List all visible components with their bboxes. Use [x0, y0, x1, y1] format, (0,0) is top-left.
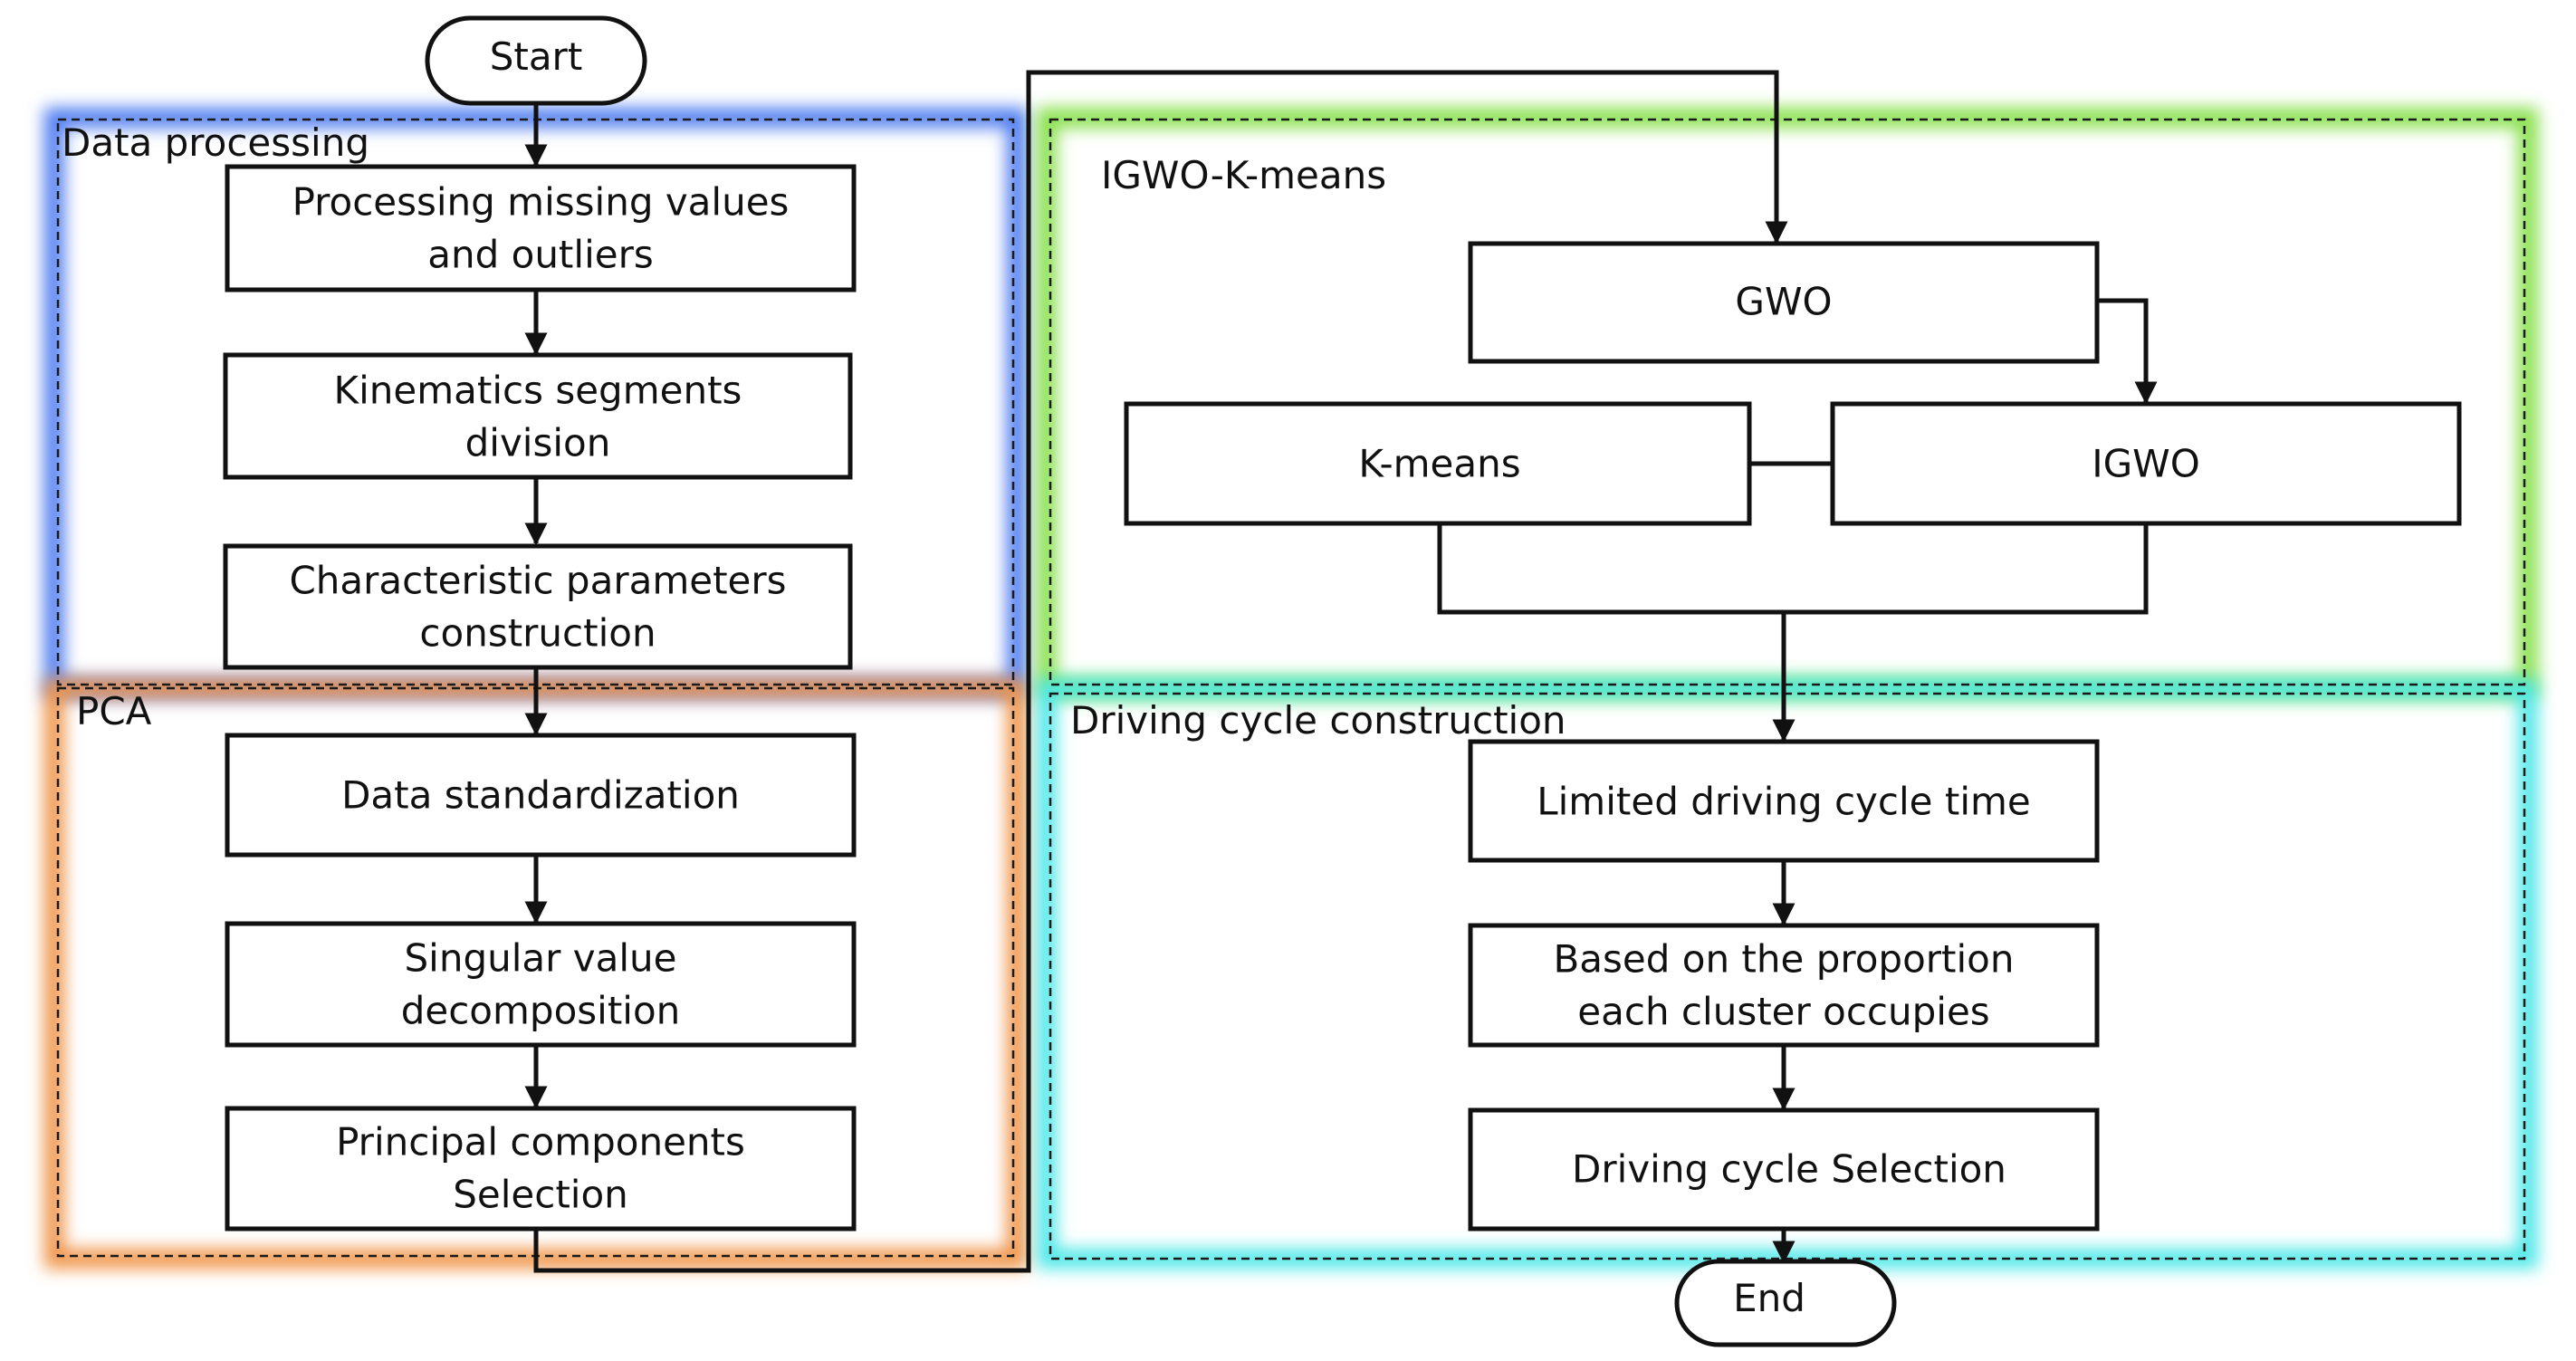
step-igwo: IGWO — [1830, 401, 2462, 526]
process-boxes: Processing missing values and outliers Ki… — [223, 164, 2462, 1232]
driving-cycle-title: Driving cycle construction — [1070, 698, 1566, 743]
step-principal-label-line-2: Selection — [453, 1173, 628, 1217]
step-characteristic-label-line-2: construction — [419, 611, 656, 656]
igwo-kmeans-border — [1049, 118, 2526, 686]
step-characteristic: Characteristic parameters construction — [223, 543, 853, 670]
start-label: Start — [490, 34, 583, 79]
step-kmeans: K-means — [1124, 401, 1752, 526]
data-processing-title: Data processing — [62, 120, 369, 165]
step-svd: Singular value decomposition — [225, 921, 857, 1048]
step-limited-time-label-line-1: Limited driving cycle time — [1537, 780, 2031, 824]
step-missing-values: Processing missing values and outliers — [225, 164, 857, 292]
step-svd-label-line-2: decomposition — [401, 989, 681, 1033]
step-characteristic-label-line-1: Characteristic parameters — [289, 559, 786, 603]
end-shape — [1674, 1259, 1897, 1347]
step-cycle-selection-label-line-1: Driving cycle Selection — [1572, 1147, 2006, 1192]
step-proportion-label-line-1: Based on the proportion — [1553, 937, 2014, 982]
connectors — [524, 70, 2158, 1273]
step-kinematics-label-line-1: Kinematics segments — [334, 369, 742, 413]
pca-title: PCA — [76, 689, 152, 733]
step-proportion: Based on the proportion each cluster occu… — [1468, 923, 2100, 1048]
step-missing-values-label-line-2: and outliers — [427, 233, 653, 277]
connector-kmeans-igwo-merge — [1437, 523, 2149, 615]
start-terminal: Start — [425, 15, 647, 106]
step-proportion-label-line-2: each cluster occupies — [1577, 990, 1989, 1034]
step-limited-time: Limited driving cycle time — [1468, 739, 2100, 863]
step-standardization: Data standardization — [225, 733, 857, 858]
step-missing-values-label-line-1: Processing missing values — [292, 180, 790, 225]
connector-principal-to-gwo — [533, 70, 1788, 1273]
step-gwo-label-line-1: GWO — [1735, 280, 1832, 324]
step-kinematics: Kinematics segments division — [223, 352, 853, 480]
step-principal-label-line-1: Principal components — [336, 1120, 745, 1165]
end-terminal: End — [1674, 1259, 1897, 1347]
step-kinematics-label-line-2: division — [465, 421, 611, 465]
step-svd-label-line-1: Singular value — [405, 936, 677, 981]
end-label: End — [1733, 1276, 1805, 1320]
step-gwo: GWO — [1468, 241, 2100, 364]
igwo-kmeans-title: IGWO-K-means — [1101, 153, 1386, 197]
step-kmeans-label-line-1: K-means — [1358, 442, 1520, 486]
step-igwo-label-line-1: IGWO — [2092, 442, 2200, 486]
step-standardization-label-line-1: Data standardization — [341, 773, 740, 818]
arrow-gwo-to-igwo — [2097, 298, 2158, 405]
step-cycle-selection: Driving cycle Selection — [1468, 1107, 2100, 1232]
start-shape — [425, 15, 647, 106]
